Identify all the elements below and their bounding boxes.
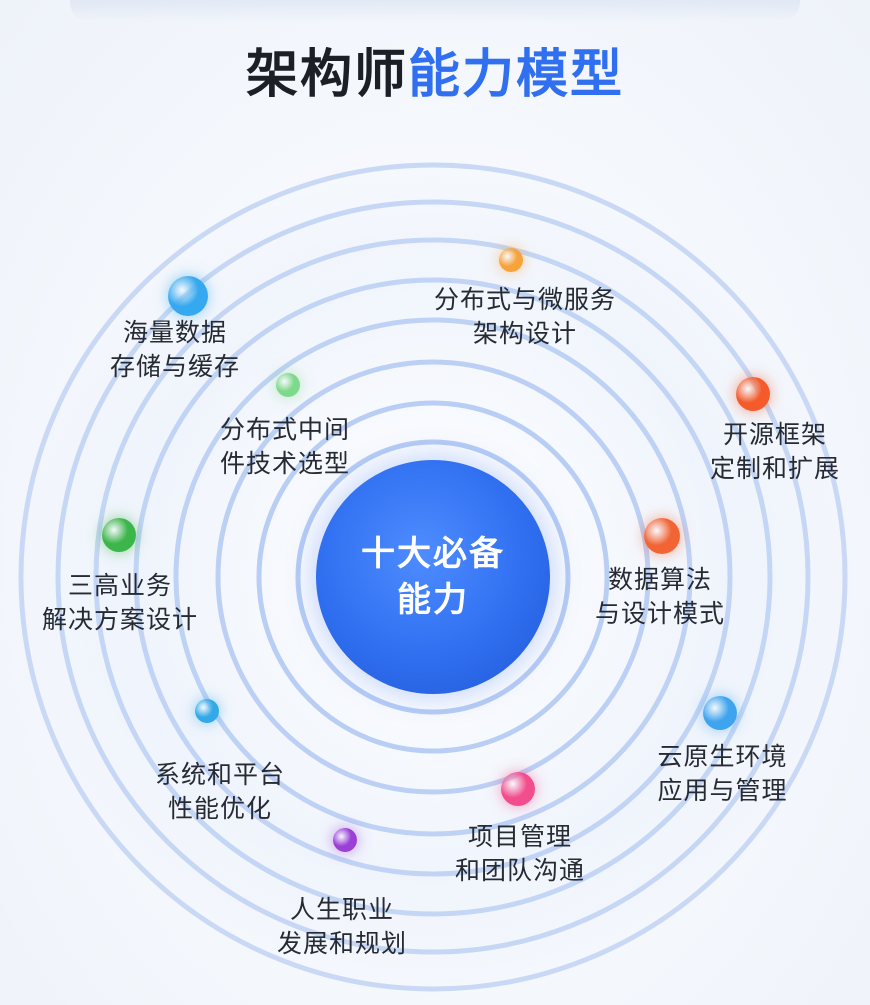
- node-label-line-2: 解决方案设计: [41, 605, 198, 634]
- node-dot-cloud-native: [703, 696, 737, 730]
- node-label-line-1: 云原生环境: [657, 742, 788, 771]
- node-dot-career-planning: [333, 828, 357, 852]
- orbit-ring-1: [18, 162, 848, 992]
- node-label-line-1: 人生职业: [289, 895, 394, 924]
- node-label-project-management: 项目管理 和团队沟通: [440, 820, 600, 888]
- node-label-line-1: 数据算法: [607, 565, 712, 594]
- center-label-line-2: 能力: [397, 580, 469, 620]
- page-title: 架构师能力模型: [0, 40, 870, 110]
- orbit-ring-6: [215, 359, 651, 795]
- title-part-1: 架构师: [245, 45, 408, 105]
- center-label-line-1: 十大必备: [361, 534, 505, 574]
- node-label-line-2: 存储与缓存: [109, 352, 240, 381]
- node-label-massive-data-storage: 海量数据 存储与缓存: [95, 316, 255, 384]
- node-dot-distributed-microservices: [499, 248, 523, 272]
- node-dot-algorithms-design-patterns: [644, 518, 680, 554]
- orbit-ring-8: [295, 439, 571, 715]
- node-label-career-planning: 人生职业 发展和规划: [262, 893, 422, 961]
- orbit-ring-3: [93, 237, 773, 917]
- node-label-distributed-microservices: 分布式与微服务 架构设计: [430, 283, 620, 351]
- node-label-line-1: 分布式与微服务: [433, 285, 616, 314]
- node-label-line-1: 分布式中间: [219, 415, 350, 444]
- node-label-line-1: 海量数据: [122, 318, 227, 347]
- node-dot-performance-optimization: [195, 699, 219, 723]
- node-label-middleware-selection: 分布式中间 件技术选型: [200, 413, 370, 481]
- node-label-line-1: 项目管理: [467, 822, 572, 851]
- node-label-line-2: 件技术选型: [219, 449, 350, 478]
- node-label-line-1: 三高业务: [67, 571, 172, 600]
- node-label-line-1: 开源框架: [722, 420, 827, 449]
- node-label-cloud-native: 云原生环境 应用与管理: [640, 740, 805, 808]
- node-label-line-2: 应用与管理: [657, 776, 788, 805]
- node-label-line-2: 和团队沟通: [454, 856, 585, 885]
- node-label-line-1: 系统和平台: [154, 760, 285, 789]
- node-label-line-2: 与设计模式: [594, 599, 725, 628]
- node-label-open-source-framework: 开源框架 定制和扩展: [690, 418, 860, 486]
- node-label-high-availability-solutions: 三高业务 解决方案设计: [20, 569, 220, 637]
- node-label-line-2: 定制和扩展: [709, 454, 840, 483]
- node-dot-massive-data-storage: [168, 276, 208, 316]
- orbit-ring-2: [55, 199, 811, 955]
- title-part-2: 能力模型: [408, 45, 625, 105]
- orbit-ring-4: [133, 277, 733, 877]
- orbit-ring-7: [256, 400, 610, 754]
- node-label-line-2: 发展和规划: [276, 929, 407, 958]
- node-dot-open-source-framework: [736, 377, 770, 411]
- top-decoration: [70, 0, 800, 22]
- node-label-line-2: 架构设计: [472, 319, 577, 348]
- node-dot-project-management: [501, 772, 535, 806]
- node-label-algorithms-design-patterns: 数据算法 与设计模式: [580, 563, 740, 631]
- orbit-ring-5: [173, 317, 693, 837]
- center-core-circle: 十大必备 能力: [316, 460, 550, 694]
- node-label-performance-optimization: 系统和平台 性能优化: [135, 758, 305, 826]
- node-dot-middleware-selection: [276, 373, 300, 397]
- node-label-line-2: 性能优化: [167, 794, 272, 823]
- node-dot-high-availability-solutions: [102, 518, 136, 552]
